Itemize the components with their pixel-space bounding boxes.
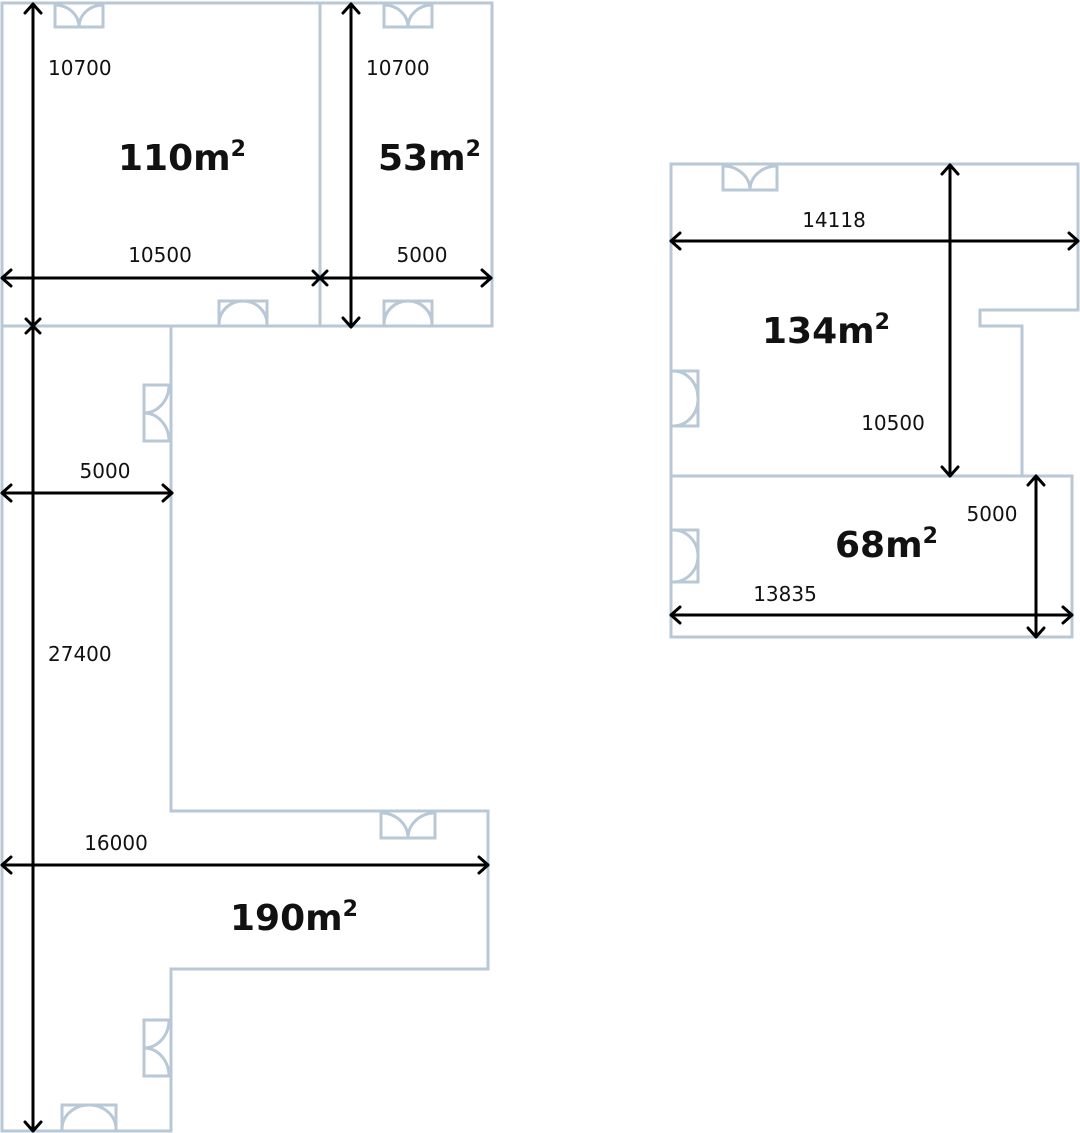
- dimension-line-5000-c: [1026, 474, 1046, 639]
- dimension-line-13835: [669, 605, 1074, 625]
- door-icon: [60, 1103, 118, 1131]
- room-area-superscript: 2: [231, 137, 246, 162]
- dimension-line-10500-b: [940, 163, 960, 478]
- dim-label-10500-a: 10500: [128, 243, 192, 267]
- left-building: [0, 1, 494, 1133]
- room-area-53: 53m2: [378, 137, 481, 179]
- dim-label-16000: 16000: [84, 831, 148, 855]
- door-icon: [382, 3, 434, 29]
- area-labels: 110m2 53m2 190m2 134m2 68m2: [118, 137, 938, 939]
- door-icon: [671, 528, 700, 584]
- dim-label-13835: 13835: [753, 582, 817, 606]
- room-area-190: 190m2: [230, 897, 358, 939]
- room-53-wall: [318, 1, 494, 328]
- dim-label-5000-a: 5000: [397, 243, 448, 267]
- door-icon: [217, 299, 269, 326]
- room-area-superscript: 2: [343, 897, 358, 922]
- dim-label-10500-b: 10500: [861, 411, 925, 435]
- right-building: [669, 162, 1080, 639]
- room-area-134: 134m2: [762, 310, 890, 352]
- dimension-line-5000-b: [0, 483, 174, 503]
- dimension-labels: 10700 10700 10500 5000 5000 27400 16000 …: [48, 56, 1017, 855]
- room-area-value: 190m: [230, 898, 343, 939]
- dimension-line-27400: [23, 324, 43, 1133]
- room-190-wall: [0, 324, 490, 1133]
- door-icon: [53, 3, 105, 29]
- door-icon: [379, 811, 437, 840]
- dim-label-5000-c: 5000: [967, 502, 1018, 526]
- dim-label-27400: 27400: [48, 642, 112, 666]
- dimension-line-10500-a: [0, 268, 329, 288]
- dimension-line-10700-a: [23, 2, 43, 335]
- dimension-line-16000: [0, 855, 490, 875]
- dim-label-5000-b: 5000: [80, 459, 131, 483]
- room-area-110: 110m2: [118, 137, 246, 179]
- room-area-value: 68m: [835, 525, 923, 566]
- door-icon: [671, 369, 700, 428]
- room-area-superscript: 2: [466, 137, 481, 162]
- room-area-68: 68m2: [835, 524, 938, 566]
- doors: [53, 3, 779, 1131]
- door-icon: [721, 164, 779, 192]
- room-area-superscript: 2: [875, 310, 890, 335]
- door-icon: [142, 1018, 171, 1078]
- dim-label-14118: 14118: [802, 208, 866, 232]
- dim-label-10700-a: 10700: [48, 56, 112, 80]
- dimension-line-14118: [669, 231, 1080, 251]
- dim-label-10700-b: 10700: [366, 56, 430, 80]
- door-icon: [142, 383, 171, 443]
- dimension-line-5000-a: [318, 268, 493, 288]
- dimension-line-10700-b: [341, 2, 361, 329]
- door-icon: [382, 299, 434, 326]
- room-area-value: 110m: [118, 138, 231, 179]
- room-area-superscript: 2: [923, 524, 938, 549]
- room-area-value: 53m: [378, 138, 466, 179]
- room-area-value: 134m: [762, 311, 875, 352]
